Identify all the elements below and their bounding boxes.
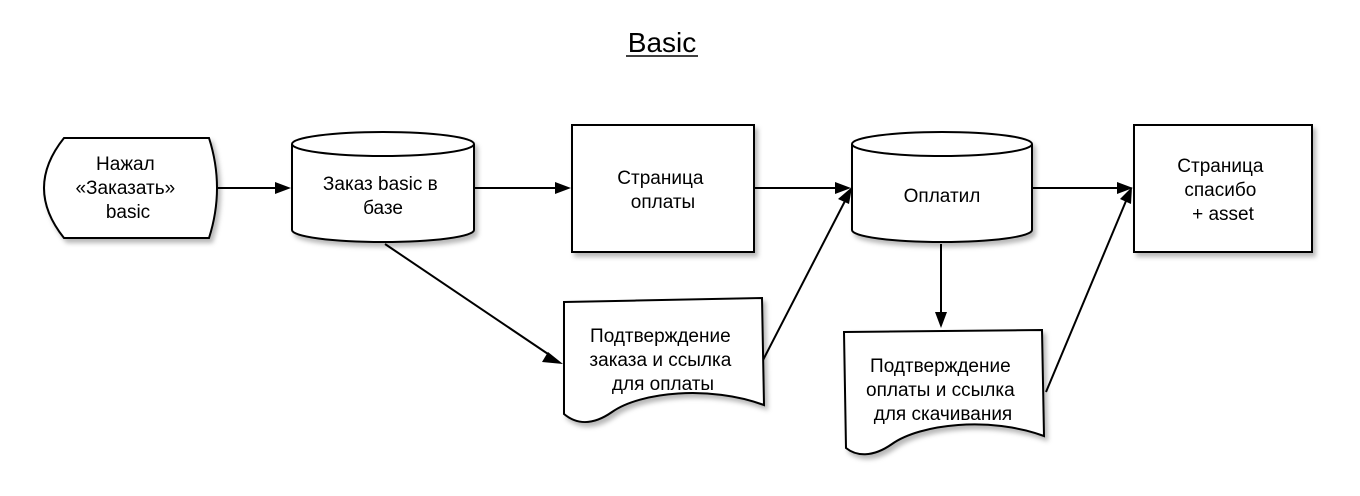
node-start: Нажал «Заказать» basic xyxy=(43,137,218,239)
node-order-confirm-doc: Подтверждение заказа и ссылка для оплаты xyxy=(563,296,766,423)
node-order-db: Заказ basic в базе xyxy=(291,131,475,243)
start-label: Нажал «Заказать» basic xyxy=(75,154,180,223)
node-payment-page: Страница оплаты xyxy=(571,124,755,253)
paid-db-cylinder-top xyxy=(851,143,1033,157)
thanks-page-label: Страница спасибо + asset xyxy=(1177,156,1268,225)
order-db-label: Заказ basic в базе xyxy=(323,174,443,219)
node-thanks-page: Страница спасибо + asset xyxy=(1133,124,1313,253)
edge-order-db-to-order-confirm xyxy=(384,243,552,357)
thanks-page-box xyxy=(1133,124,1313,253)
edges xyxy=(218,182,1133,393)
start-terminator-shape xyxy=(43,137,218,239)
payment-page-label: Страница оплаты xyxy=(617,168,708,213)
arrowhead-start-to-order-db xyxy=(275,182,291,194)
order-confirm-label: Подтверждение заказа и ссылка для оплаты xyxy=(589,326,736,395)
arrowhead-paid-db-to-payment-confirm xyxy=(935,312,947,328)
arrowhead-order-confirm-to-paid-db xyxy=(838,187,852,204)
payment-confirm-label: Подтверждение оплаты и ссылка для скачив… xyxy=(866,356,1020,425)
edge-order-confirm-to-paid-db xyxy=(761,200,846,363)
node-paid-db: Оплатил xyxy=(851,131,1033,243)
arrowhead-payment-confirm-to-thanks-page xyxy=(1120,187,1132,204)
arrowhead-payment-page-to-paid-db xyxy=(835,182,851,194)
arrowhead-order-db-to-payment-page xyxy=(555,182,571,194)
payment-confirm-document-shape xyxy=(842,328,1046,456)
payment-page-box xyxy=(571,124,755,253)
diagram-title: Basic xyxy=(628,27,696,58)
order-confirm-document-shape xyxy=(563,296,766,423)
paid-db-label: Оплатил xyxy=(904,186,981,207)
order-db-cylinder-shape xyxy=(291,131,475,243)
arrowhead-paid-db-to-thanks-page xyxy=(1117,182,1133,194)
order-db-cylinder-top xyxy=(291,143,475,157)
node-payment-confirm-doc: Подтверждение оплаты и ссылка для скачив… xyxy=(842,328,1046,456)
edge-payment-confirm-to-thanks-page xyxy=(1045,200,1127,393)
arrowhead-order-db-to-order-confirm xyxy=(542,352,563,364)
paid-db-cylinder-shape xyxy=(851,131,1033,243)
